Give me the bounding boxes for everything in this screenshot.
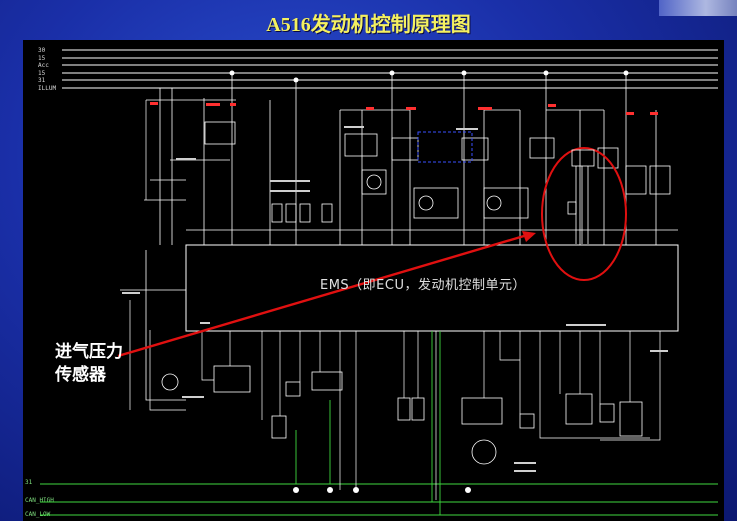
arrow-line [117,234,525,358]
top-bus-labels: 30 15 Acc 15 31 ILLUM [38,47,56,93]
relay-group-box [417,131,473,163]
ems-label: EMS（即ECU，发动机控制单元） [320,278,526,293]
ground-nodes [293,487,471,493]
intake-pressure-sensor [567,149,595,244]
bottom-bus-label-31: 31 [25,479,33,486]
top-bus-rails [62,49,718,89]
bus-label-15b: 15 [38,69,46,77]
green-ground-wires [295,331,441,515]
highlight-ellipse [541,147,627,281]
fan-motors [361,169,529,219]
bus-label-acc: Acc [38,62,49,70]
feed-wires [144,73,657,401]
callout-line-1: 进气压力 [55,342,123,362]
fuse-labels [150,102,658,115]
decorative-corner [659,0,737,16]
bottom-bus-label-can-low: CAN_LOW [25,511,51,518]
sensors [161,365,643,465]
cross-wires [120,99,678,410]
bus-junction-dots [229,70,629,83]
lower-wires [149,330,661,500]
injectors [271,203,333,223]
bus-label-15: 15 [38,54,46,62]
callout-line-2: 传感器 [55,365,106,385]
arrow-head [522,231,536,242]
bus-label-illum: ILLUM [38,84,57,92]
bottom-bus-rails [40,483,718,516]
component-tags [122,126,668,472]
bus-label-30: 30 [38,47,46,54]
bus-label-31: 31 [38,77,46,85]
relays [204,121,671,195]
slide-title: A516发动机控制原理图 [266,14,471,36]
bottom-bus-label-can-high: CAN_HIGH [25,497,54,504]
